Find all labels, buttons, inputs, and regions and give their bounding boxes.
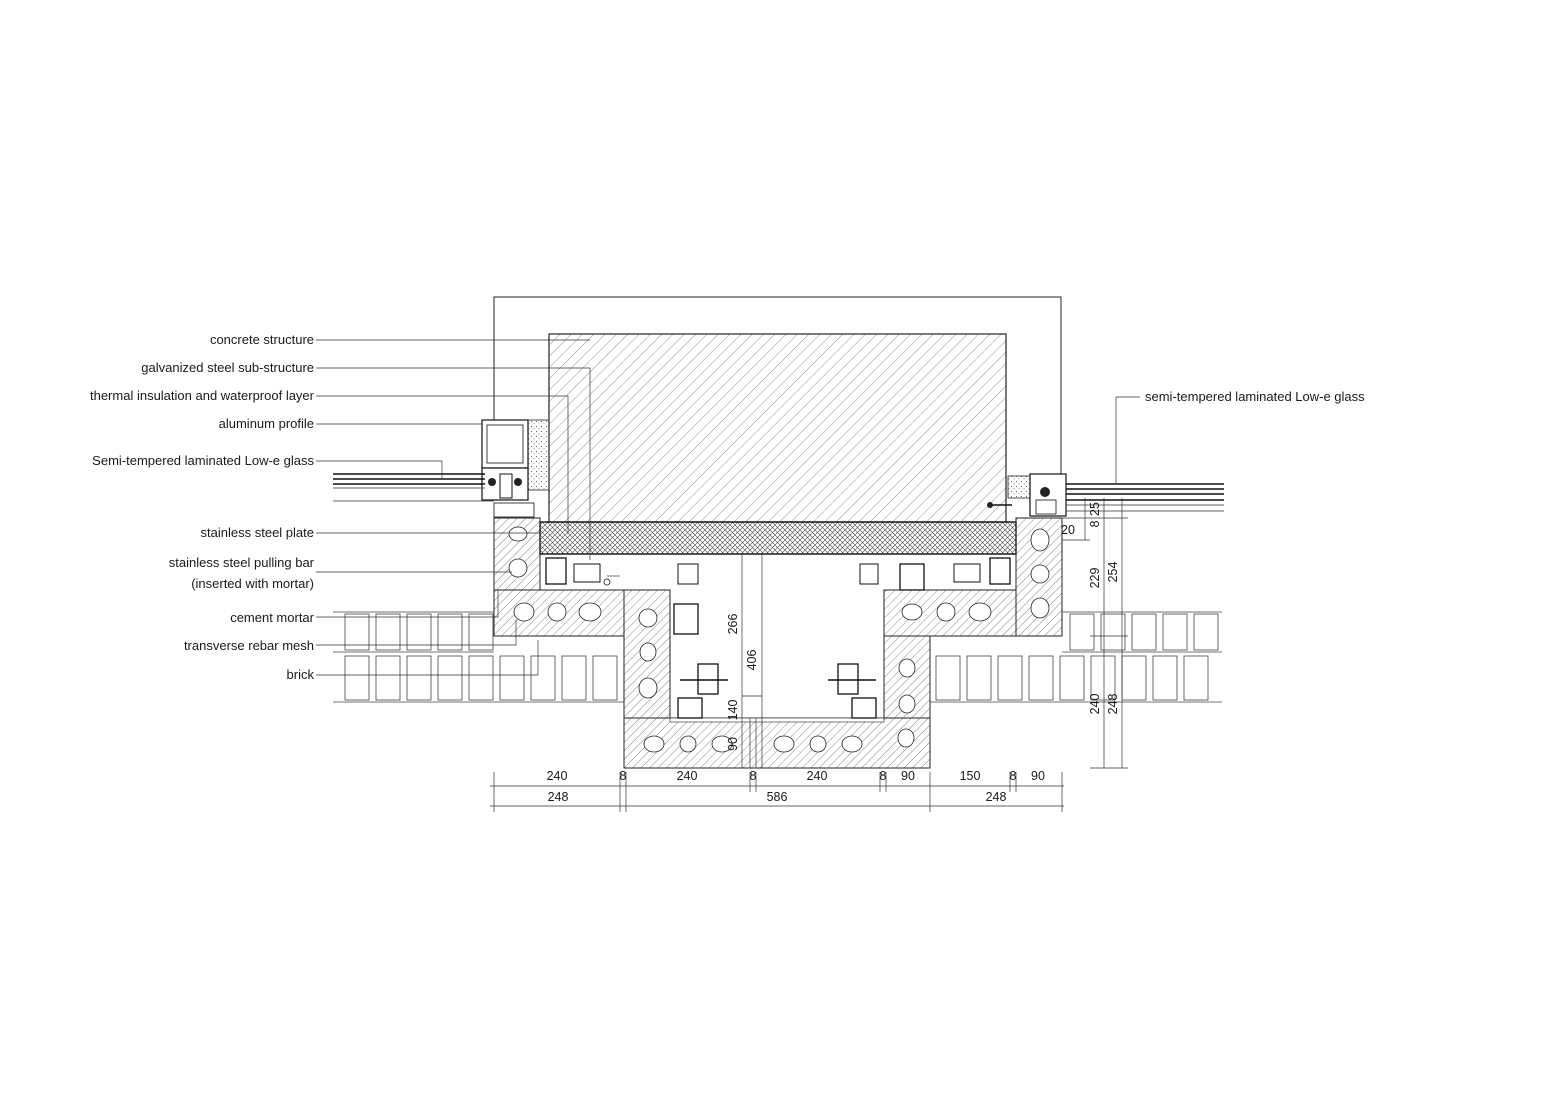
dim-140: 140	[726, 700, 740, 721]
label-aluminum-profile: aluminum profile	[219, 416, 314, 431]
brick-wall-right	[883, 517, 1063, 719]
label-glass-right: semi-tempered laminated Low-e glass	[1145, 389, 1365, 404]
dim-8-b: 8	[750, 769, 757, 783]
dim-8-a: 8	[620, 769, 627, 783]
label-pulling-bar-note: (inserted with mortar)	[191, 576, 314, 591]
ground-brick	[437, 655, 463, 701]
ground-brick	[1028, 655, 1054, 701]
ground-brick	[1183, 655, 1209, 701]
ground-brick	[997, 655, 1023, 701]
dim-240-c: 240	[807, 769, 828, 783]
labels-left: concrete structure galvanized steel sub-…	[90, 332, 315, 682]
ground-brick	[935, 655, 961, 701]
dim-248-right: 248	[1106, 694, 1120, 715]
dim-240-b: 240	[677, 769, 698, 783]
dim-406: 406	[745, 650, 759, 671]
dim-229-right: 229	[1088, 568, 1102, 589]
dim-586: 586	[767, 790, 788, 804]
ground-brick	[561, 655, 587, 701]
ground-brick	[1162, 613, 1188, 651]
right-dimension-lines	[1062, 498, 1128, 769]
dim-240-a: 240	[547, 769, 568, 783]
label-cement-mortar: cement mortar	[230, 610, 314, 625]
ground-brick	[1152, 655, 1178, 701]
leader-line-right	[1115, 396, 1140, 484]
label-concrete-structure: concrete structure	[210, 332, 314, 347]
insulation-layer-left	[527, 419, 1031, 499]
ground-brick-grid[interactable]	[333, 611, 1222, 703]
ground-brick	[1100, 613, 1126, 651]
ground-brick	[1131, 613, 1157, 651]
dim-266: 266	[726, 614, 740, 635]
bottom-dimension-lines	[490, 772, 1064, 812]
ground-brick	[375, 613, 401, 651]
outer-frame	[493, 296, 1062, 480]
aluminum-profile-left	[481, 419, 535, 518]
ground-brick	[437, 613, 463, 651]
dim-90-a: 90	[901, 769, 915, 783]
dim-20-right: 20	[1061, 523, 1075, 537]
dim-248-a: 248	[548, 790, 569, 804]
ground-brick	[406, 613, 432, 651]
dim-90-center: 90	[726, 737, 740, 751]
ground-brick	[468, 613, 494, 651]
ground-brick	[1069, 613, 1095, 651]
label-thermal-insulation: thermal insulation and waterproof layer	[90, 388, 315, 403]
dim-254-right: 254	[1106, 562, 1120, 583]
dim-8-d: 8	[1010, 769, 1017, 783]
ground-brick	[1090, 655, 1116, 701]
brick-wall-left	[493, 517, 671, 719]
label-stainless-steel-plate: stainless steel plate	[201, 525, 314, 540]
dim-90-b: 90	[1031, 769, 1045, 783]
center-dimension-text: 266 406 140 90	[726, 614, 759, 751]
ground-brick	[1059, 655, 1085, 701]
label-brick: brick	[287, 667, 315, 682]
dim-25-right: 25	[1088, 502, 1102, 516]
stainless-steel-plate	[539, 521, 1017, 555]
ground-brick	[592, 655, 618, 701]
aluminum-profile-right	[987, 473, 1067, 517]
right-dimension-text: 8 25 20 229 254 240 248	[1061, 502, 1120, 714]
ground-brick	[1121, 655, 1147, 701]
ground-brick	[344, 655, 370, 701]
center-dimension-lines	[741, 554, 763, 768]
ground-brick	[530, 655, 556, 701]
steel-substructure	[545, 557, 1011, 719]
label-galvanized-steel: galvanized steel sub-structure	[141, 360, 314, 375]
ground-brick	[468, 655, 494, 701]
ground-brick	[406, 655, 432, 701]
bottom-channel	[623, 717, 931, 769]
label-pulling-bar: stainless steel pulling bar	[169, 555, 315, 570]
ground-brick	[1193, 613, 1219, 651]
dim-150: 150	[960, 769, 981, 783]
dim-240-right: 240	[1088, 694, 1102, 715]
dim-8-c: 8	[880, 769, 887, 783]
concrete-structure	[548, 333, 1007, 523]
leader-lines-left	[316, 339, 591, 676]
ground-brick	[344, 613, 370, 651]
glass-panel-right	[1066, 483, 1224, 512]
label-glass-left: Semi-tempered laminated Low-e glass	[92, 453, 314, 468]
ground-brick	[375, 655, 401, 701]
ground-brick	[966, 655, 992, 701]
dim-248-b: 248	[986, 790, 1007, 804]
label-rebar-mesh: transverse rebar mesh	[184, 638, 314, 653]
ground-brick	[499, 655, 525, 701]
dim-8-right: 8	[1088, 520, 1102, 527]
glass-panel-left	[333, 473, 494, 502]
bottom-dimension-text: 240 8 240 8 240 8 90 150 8 90 248 586 24…	[547, 769, 1045, 804]
